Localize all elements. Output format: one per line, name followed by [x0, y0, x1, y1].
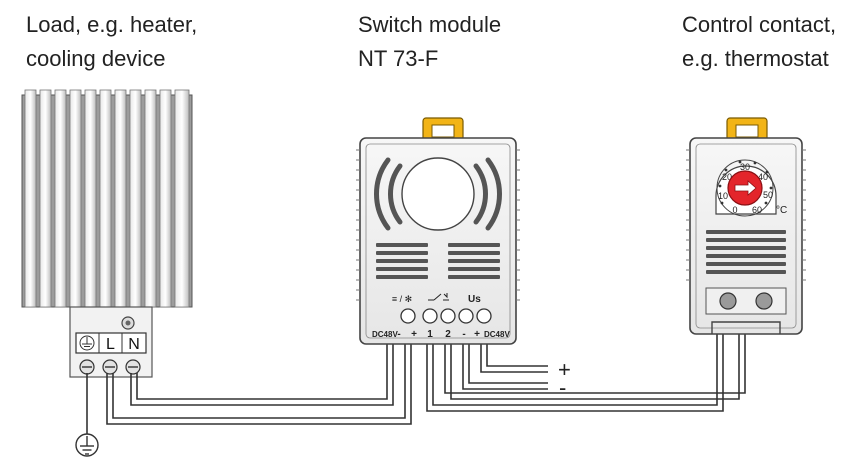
load-label-line-2: cooling device [26, 46, 166, 71]
dial-scale-0: 0 [732, 205, 737, 215]
wire-contact-1-inner [426, 334, 724, 412]
terminal-l-label: L [106, 336, 115, 353]
terminal-plus-right: + [474, 329, 480, 340]
heater-terminal-block: L N [69, 306, 153, 378]
module-vents [376, 243, 500, 279]
din-clip [422, 117, 464, 143]
terminal-1: 1 [427, 329, 433, 340]
wire-n-outer [130, 343, 394, 406]
wire-contact-1-outer [432, 334, 718, 406]
dial-scale-30: 30 [740, 162, 750, 172]
wire-supply-plus-outer [480, 343, 548, 373]
us-symbol: Us [468, 294, 481, 305]
terminal-minus-left: - [397, 329, 400, 340]
dial-scale-dots [718, 160, 773, 205]
load-label: Load, e.g. heater, cooling device [26, 8, 197, 76]
wire-supply-minus-outer [462, 343, 548, 390]
module-window [374, 157, 502, 231]
wire-l-inner [112, 343, 406, 419]
supply-plus-label: + [558, 357, 571, 382]
wire-supply-minus-inner [468, 343, 548, 384]
switch-module-label: Switch module NT 73-F [358, 8, 501, 76]
wires [86, 334, 746, 434]
thermostat-vents [706, 230, 786, 274]
heater-fins [21, 89, 193, 308]
thermostat-dial-area: 0 10 20 30 40 50 60 °C [715, 159, 787, 217]
terminal-minus-right: - [462, 329, 465, 340]
switch-module-label-line-2: NT 73-F [358, 46, 439, 71]
wire-n-inner [136, 343, 388, 400]
wire-l-outer [106, 343, 412, 425]
terminal-dc48v-right: DC48V [484, 330, 510, 339]
dial-scale-40: 40 [758, 172, 768, 182]
dial-scale-60: 60 [752, 205, 762, 215]
supply-minus-label: - [559, 375, 566, 400]
control-contact-label-line-1: Control contact, [682, 12, 837, 37]
thermostat-din-clip [726, 117, 768, 143]
terminal-screws [79, 359, 141, 375]
contact-symbol-icon [428, 293, 449, 301]
earth-terminal-icon [79, 335, 95, 351]
dial-scale-50: 50 [763, 190, 773, 200]
thermostat-terminal-screws [705, 287, 787, 334]
switch-module-label-line-1: Switch module [358, 12, 502, 37]
ground-symbol-icon [75, 433, 99, 457]
wire-contact-2-inner [444, 334, 746, 394]
wire-contact-2-outer [450, 334, 740, 400]
load-label-line-1: Load, e.g. heater, [26, 12, 198, 37]
terminal-plus-left: + [411, 329, 417, 340]
dial-scale-10: 10 [718, 191, 728, 201]
dial-scale-20: 20 [722, 172, 732, 182]
celsius-unit: °C [776, 205, 787, 216]
module-terminal-screws [400, 308, 492, 324]
terminal-n-label: N [128, 336, 140, 353]
control-contact-label-line-2: e.g. thermostat [682, 46, 829, 71]
thermostat: 0 10 20 30 40 50 60 °C [686, 117, 806, 335]
terminal-2: 2 [445, 329, 451, 340]
control-contact-label: Control contact, e.g. thermostat [682, 8, 836, 76]
terminal-dc48v-left: DC48V [372, 330, 398, 339]
switch-module: ≡ / ✻ Us DC48V - + 1 2 - + DC48V [356, 117, 520, 345]
knob-arrow-icon [734, 180, 757, 196]
heat-cool-symbol: ≡ / ✻ [392, 294, 412, 304]
heater: L N [21, 89, 193, 457]
wire-supply-plus-inner [486, 343, 548, 367]
